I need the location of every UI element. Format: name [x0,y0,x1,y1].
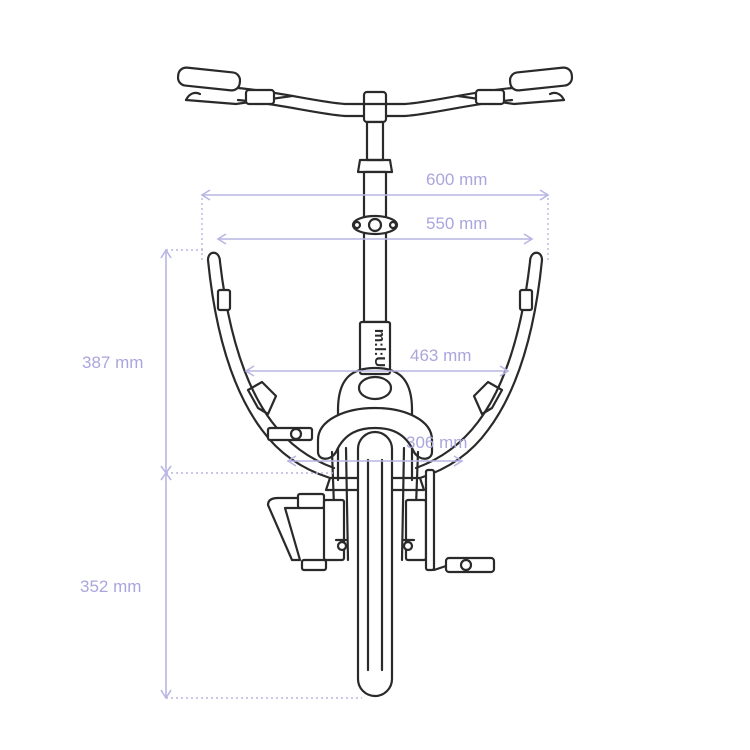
dimension-label-600: 600 mm [424,170,490,190]
dimension-lines [160,189,550,700]
dimension-label-306: 306 mm [406,433,468,452]
frame-rails [206,251,544,480]
stem: m:l:U [351,90,399,376]
pedals [266,468,496,574]
svg-text:m:l:U: m:l:U [371,329,388,367]
front-wheel [356,430,394,698]
handlebar [176,66,574,118]
dimension-label-550: 550 mm [424,214,490,234]
dimension-label-352: 352 mm [78,577,144,597]
dimension-label-387: 387 mm [80,353,146,373]
dimension-label-463: 463 mm [408,346,474,366]
